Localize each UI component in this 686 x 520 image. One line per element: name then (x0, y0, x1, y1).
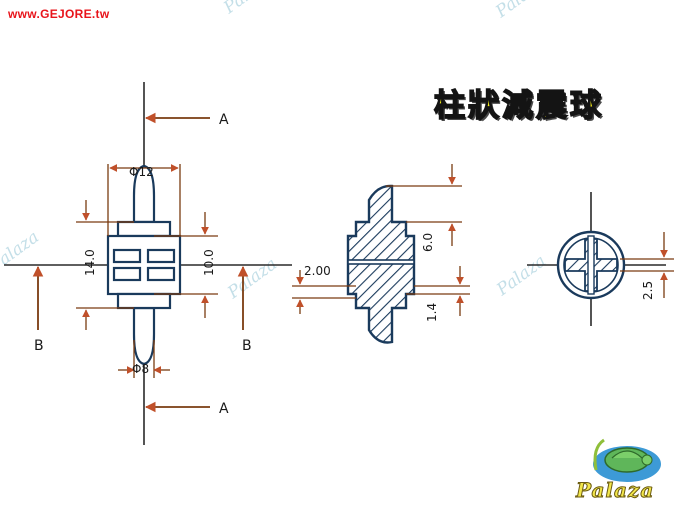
left-height-label: 14.0 (83, 249, 97, 276)
part-outline (106, 164, 182, 366)
section-view: 6.0 2.00 1.4 (292, 164, 470, 344)
top-diameter-label: Φ12 (129, 165, 154, 179)
drawing-title: 柱狀減震球 (433, 87, 604, 125)
bottom-diameter-label: Φ8 (132, 362, 149, 376)
front-view: A A B B Φ12 Φ8 (4, 82, 292, 445)
site-url[interactable]: www.GEJORE.tw (8, 7, 110, 21)
logo-text: Palaza (575, 478, 655, 503)
section-a-bottom-label: A (219, 401, 229, 417)
section-b-left-label: B (34, 338, 44, 354)
right-small-label: 2.5 (641, 281, 655, 300)
section-a-top-label: A (219, 112, 229, 128)
right-height-label: 10.0 (202, 249, 216, 276)
dimension-left-height (76, 200, 134, 330)
dimension-section-lines (292, 164, 470, 316)
mid-bottom-label: 1.4 (425, 303, 439, 322)
dimension-bottom-diameter (118, 340, 170, 378)
mid-left-label: 2.00 (304, 264, 331, 278)
cross-section-view: 2.5 (527, 192, 674, 326)
section-b-right-label: B (242, 338, 252, 354)
mid-top-label: 6.0 (421, 233, 435, 252)
dimension-top-diameter (107, 164, 181, 236)
dimension-right-height (154, 212, 218, 318)
palaza-logo (593, 438, 661, 482)
